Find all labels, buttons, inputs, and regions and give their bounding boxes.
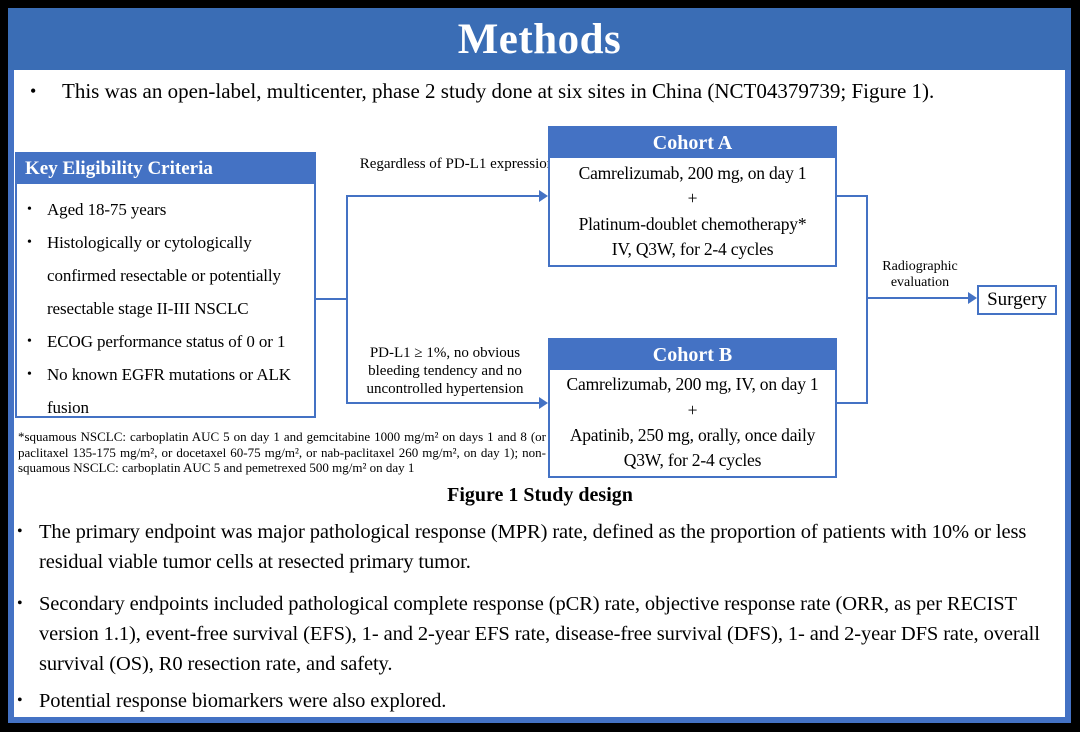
connector-cohort-a-out	[837, 195, 868, 197]
bullet-dot: •	[27, 235, 32, 250]
cohort-b-body: Camrelizumab, 200 mg, IV, on day 1 + Apa…	[550, 370, 835, 476]
title-bar: Methods	[8, 8, 1071, 70]
cohort-a-body: Camrelizumab, 200 mg, on day 1 + Platinu…	[550, 158, 835, 265]
connector-cohort-b-out	[837, 402, 868, 404]
connector-to-cohort-b	[346, 402, 540, 404]
connector-split-vertical	[346, 195, 348, 404]
bullet-dot: •	[30, 81, 37, 101]
eligibility-list: • Aged 18-75 years • Histologically or cyt…	[17, 184, 314, 424]
branch-top-label: Regardless of PD-L1 expression	[359, 156, 555, 172]
cohort-b-box: Cohort B Camrelizumab, 200 mg, IV, on da…	[548, 338, 837, 478]
cohort-a-line: Camrelizumab, 200 mg, on day 1	[578, 162, 807, 183]
figure-footnote: *squamous NSCLC: carboplatin AUC 5 on da…	[18, 429, 546, 475]
primary-endpoint-bullet: • The primary endpoint was major patholo…	[17, 517, 1047, 577]
eligibility-box: Key Eligibility Criteria • Aged 18-75 yea…	[15, 152, 316, 418]
cohort-b-header: Cohort B	[550, 340, 835, 370]
page-title: Methods	[457, 15, 622, 63]
bullet-dot: •	[17, 595, 23, 612]
intro-bullet-text: This was an open-label, multicenter, pha…	[62, 79, 935, 103]
eligibility-item-text: Aged 18-75 years	[47, 200, 167, 219]
intro-bullet: • This was an open-label, multicenter, p…	[30, 78, 1050, 105]
cohort-a-header: Cohort A	[550, 128, 835, 158]
surgery-label: Surgery	[987, 289, 1047, 310]
cohort-b-line: Apatinib, 250 mg, orally, once daily	[569, 424, 816, 445]
primary-endpoint-text: The primary endpoint was major pathologi…	[39, 521, 1027, 573]
connector-to-surgery	[866, 297, 969, 299]
connector-to-cohort-a	[346, 195, 540, 197]
plus-sign: +	[687, 188, 698, 209]
biomarkers-bullet: • Potential response biomarkers were als…	[17, 686, 1047, 716]
eligibility-item: • Aged 18-75 years	[23, 193, 312, 226]
connector-eligibility-out	[315, 298, 346, 300]
eligibility-header: Key Eligibility Criteria	[17, 154, 314, 184]
bullet-dot: •	[17, 692, 23, 709]
eligibility-item-text: ECOG performance status of 0 or 1	[47, 332, 286, 351]
connector-merge-vertical	[866, 195, 868, 404]
eligibility-item: • ECOG performance status of 0 or 1	[23, 325, 312, 358]
bullet-dot: •	[27, 202, 32, 217]
bullet-dot: •	[27, 334, 32, 349]
secondary-endpoints-bullet: • Secondary endpoints included pathologi…	[17, 589, 1047, 679]
radiographic-evaluation-label: Radiographic evaluation	[882, 259, 958, 290]
cohort-a-line: Platinum-doublet chemotherapy*	[578, 213, 807, 234]
bullet-dot: •	[27, 367, 32, 382]
bullet-dot: •	[17, 523, 23, 540]
biomarkers-text: Potential response biomarkers were also …	[39, 690, 447, 712]
cohort-b-line: Q3W, for 2-4 cycles	[623, 450, 762, 471]
eligibility-item: • No known EGFR mutations or ALK fusion	[23, 358, 312, 424]
cohort-a-box: Cohort A Camrelizumab, 200 mg, on day 1 …	[548, 126, 837, 267]
eligibility-item-text: No known EGFR mutations or ALK fusion	[47, 365, 291, 417]
secondary-endpoints-text: Secondary endpoints included pathologica…	[39, 593, 1040, 675]
surgery-box: Surgery	[977, 285, 1057, 315]
cohort-a-line: IV, Q3W, for 2-4 cycles	[611, 239, 774, 260]
figure-caption: Figure 1 Study design	[447, 484, 633, 506]
arrowhead-right-icon	[539, 397, 548, 409]
arrowhead-right-icon	[968, 292, 977, 304]
arrowhead-right-icon	[539, 190, 548, 202]
branch-bottom-label: PD-L1 ≥ 1%, no obvious bleeding tendency…	[366, 345, 524, 397]
plus-sign: +	[687, 399, 698, 420]
eligibility-item-text: Histologically or cytologically confirme…	[47, 233, 281, 318]
eligibility-item: • Histologically or cytologically confirm…	[23, 226, 312, 325]
cohort-b-line: Camrelizumab, 200 mg, IV, on day 1	[566, 374, 819, 395]
